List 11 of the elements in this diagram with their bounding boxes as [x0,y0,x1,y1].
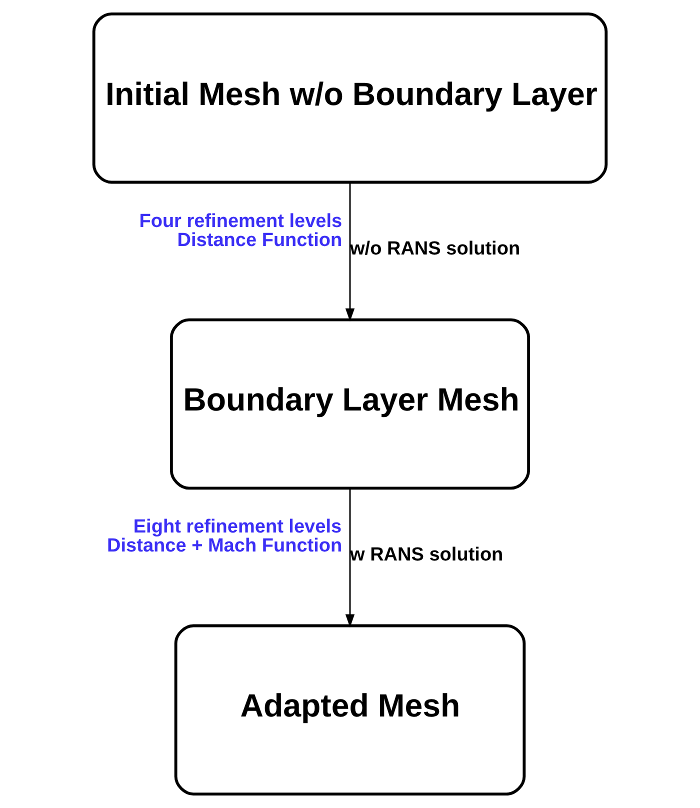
node-box: Initial Mesh w/o Boundary Layer [92,12,608,184]
edge-label: w RANS solution [350,544,504,566]
label: Distance Function [177,230,342,251]
arrow [345,182,355,322]
label: Eight refinement levels [133,516,342,538]
node-box: Adapted Mesh [174,624,526,796]
edge-label: w/o RANS solution [350,238,520,260]
label: Four refinement levels [139,210,342,232]
label: Distance + Mach Function [107,536,342,557]
node-box: Boundary Layer Mesh [170,318,530,490]
arrow [345,488,355,628]
